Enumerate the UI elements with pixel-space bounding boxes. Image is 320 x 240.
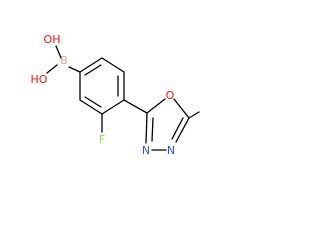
bond-boron-ring <box>68 66 81 73</box>
atom-label-oxygen-ring: O <box>166 89 175 102</box>
oxadiazole-double-c5-n4 <box>171 117 184 140</box>
oxadiazole-c2-o1 <box>146 98 166 114</box>
bond-ring-oxadiazole <box>123 99 148 114</box>
atom-labels: OH HO B F O N N <box>31 33 176 157</box>
ring-bond-1 <box>79 57 103 73</box>
atom-label-fluorine: F <box>99 133 105 146</box>
bond-boron-oh-left <box>46 64 58 74</box>
oxadiazole-o1-c5 <box>173 98 190 119</box>
oxadiazole-c5-n4 <box>175 117 190 143</box>
ring-bond-2 <box>101 57 125 73</box>
atom-label-oh-top: OH <box>44 33 61 46</box>
ring-bond-5 <box>79 99 103 115</box>
bonds <box>46 45 200 151</box>
ring-double-bond-1 <box>84 64 102 76</box>
atom-label-boron: B <box>60 54 68 67</box>
ring-bond-4 <box>101 99 125 115</box>
oxadiazole-double-c2-n3 <box>151 117 154 142</box>
bond-boron-oh-top <box>55 45 62 59</box>
atom-label-nitrogen-left: N <box>142 144 150 157</box>
molecule-structure: OH HO B F O N N <box>31 33 200 157</box>
oxadiazole-n3-c2 <box>145 112 148 144</box>
bond-methyl <box>188 111 200 119</box>
ring-double-bond-3 <box>84 96 102 108</box>
atom-label-ho-left: HO <box>31 73 48 86</box>
atom-label-nitrogen-right: N <box>167 144 175 157</box>
